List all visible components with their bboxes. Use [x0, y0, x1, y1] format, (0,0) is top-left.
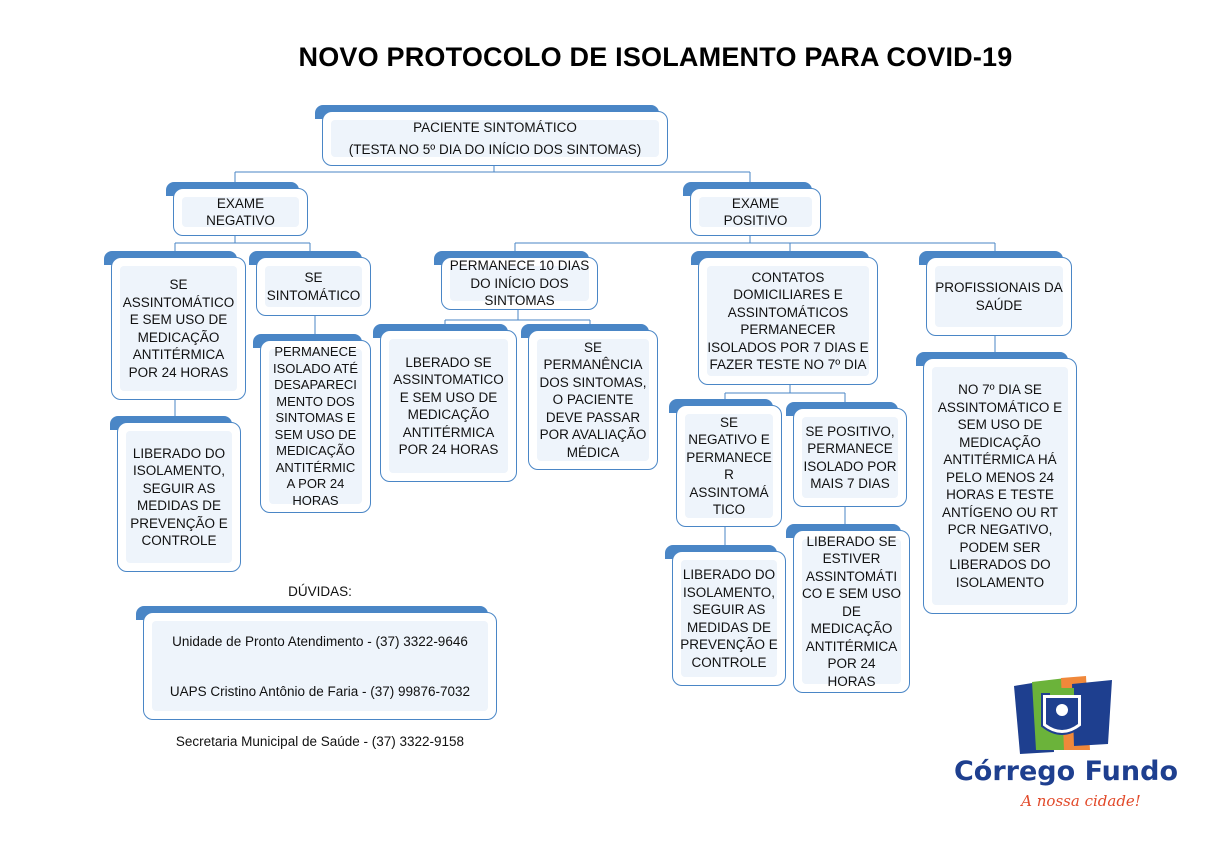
node-label: SE SINTOMÁTICO	[266, 270, 361, 303]
node-label: SE POSITIVO, PERMANECE ISOLADO POR MAIS …	[803, 423, 897, 492]
contact-box: DÚVIDAS: Unidade de Pronto Atendimento -…	[136, 584, 497, 749]
corrego-fundo-logo: Córrego Fundo A nossa cidade!	[946, 664, 1186, 829]
node-label: PROFISSIONAIS DA SAÚDE	[935, 280, 1063, 313]
contact-line: Secretaria Municipal de Saúde - (37) 332…	[175, 733, 465, 749]
node-label: LIBERADO DO ISOLAMENTO, SEGUIR AS MEDIDA…	[680, 567, 778, 670]
node-label: CONTATOS DOMICILIARES E ASSINTOMÁTICOS P…	[707, 269, 869, 373]
node-contatos-negativo: SE NEGATIVO E PERMANECE R ASSINTOMÁ TICO	[669, 399, 782, 527]
node-label: SE PERMANÊNCIA DOS SINTOMAS, O PACIENTE …	[539, 339, 647, 460]
node-label: LIBERADO SE ESTIVER ASSINTOMÁTI CO E SEM…	[801, 533, 901, 689]
node-label: LIBERADO DO ISOLAMENTO, SEGUIR AS MEDIDA…	[130, 445, 228, 549]
node-label: SE NEGATIVO E PERMANECE R ASSINTOMÁ TICO	[686, 414, 772, 518]
node-profissionais-detalhe: NO 7º DIA SE ASSINTOMÁTICO E SEM USO DE …	[916, 352, 1077, 614]
node-label: PERMANECE 10 DIAS DO INÍCIO DOS SINTOMAS	[449, 258, 590, 309]
node-neg-assintomatico: SE ASSINTOMÁTICO E SEM USO DE MEDICAÇÃO …	[104, 251, 246, 400]
node-paciente-sintomatico: PACIENTE SINTOMÁTICO (TESTA NO 5º DIA DO…	[315, 105, 668, 166]
node-contatos-positivo: SE POSITIVO, PERMANECE ISOLADO POR MAIS …	[786, 402, 907, 507]
coat-of-arms-icon	[1014, 676, 1112, 754]
node-label: EXAME NEGATIVO	[206, 195, 275, 229]
node-pos-permanencia: SE PERMANÊNCIA DOS SINTOMAS, O PACIENTE …	[521, 324, 658, 470]
node-pos-liberado: LBERADO SE ASSINTOMATICO E SEM USO DE ME…	[373, 324, 517, 482]
node-label: EXAME POSITIVO	[723, 195, 788, 229]
node-label: SE ASSINTOMÁTICO E SEM USO DE MEDICAÇÃO …	[122, 277, 235, 380]
node-contatos: CONTATOS DOMICILIARES E ASSINTOMÁTICOS P…	[691, 251, 878, 385]
node-exame-positivo: EXAME POSITIVO	[683, 182, 821, 236]
node-contatos-liberado-se: LIBERADO SE ESTIVER ASSINTOMÁTI CO E SEM…	[786, 524, 910, 693]
node-label: LBERADO SE ASSINTOMATICO E SEM USO DE ME…	[393, 354, 504, 458]
contact-line: UAPS Cristino Antônio de Faria - (37) 99…	[169, 683, 471, 699]
node-pos-10-dias: PERMANECE 10 DIAS DO INÍCIO DOS SINTOMAS	[434, 251, 598, 310]
node-exame-negativo: EXAME NEGATIVO	[166, 182, 308, 236]
node-contatos-liberado: LIBERADO DO ISOLAMENTO, SEGUIR AS MEDIDA…	[665, 545, 786, 686]
page-title: NOVO PROTOCOLO DE ISOLAMENTO PARA COVID-…	[298, 42, 1013, 72]
node-profissionais-saude: PROFISSIONAIS DA SAÚDE	[919, 251, 1072, 336]
logo-slogan: A nossa cidade!	[1021, 792, 1141, 810]
contact-line: Unidade de Pronto Atendimento - (37) 332…	[172, 633, 468, 649]
contact-heading: DÚVIDAS:	[288, 583, 352, 599]
node-neg-liberado: LIBERADO DO ISOLAMENTO, SEGUIR AS MEDIDA…	[110, 416, 241, 572]
node-label: PERMANECE ISOLADO ATÉ DESAPARECI MENTO D…	[272, 344, 358, 508]
node-neg-permanece: PERMANECE ISOLADO ATÉ DESAPARECI MENTO D…	[253, 334, 371, 513]
node-label: PACIENTE SINTOMÁTICO (TESTA NO 5º DIA DO…	[348, 119, 642, 157]
node-neg-sintomatico: SE SINTOMÁTICO	[249, 251, 371, 316]
logo-name: Córrego Fundo	[953, 756, 1178, 787]
node-label: NO 7º DIA SE ASSINTOMÁTICO E SEM USO DE …	[937, 382, 1063, 590]
